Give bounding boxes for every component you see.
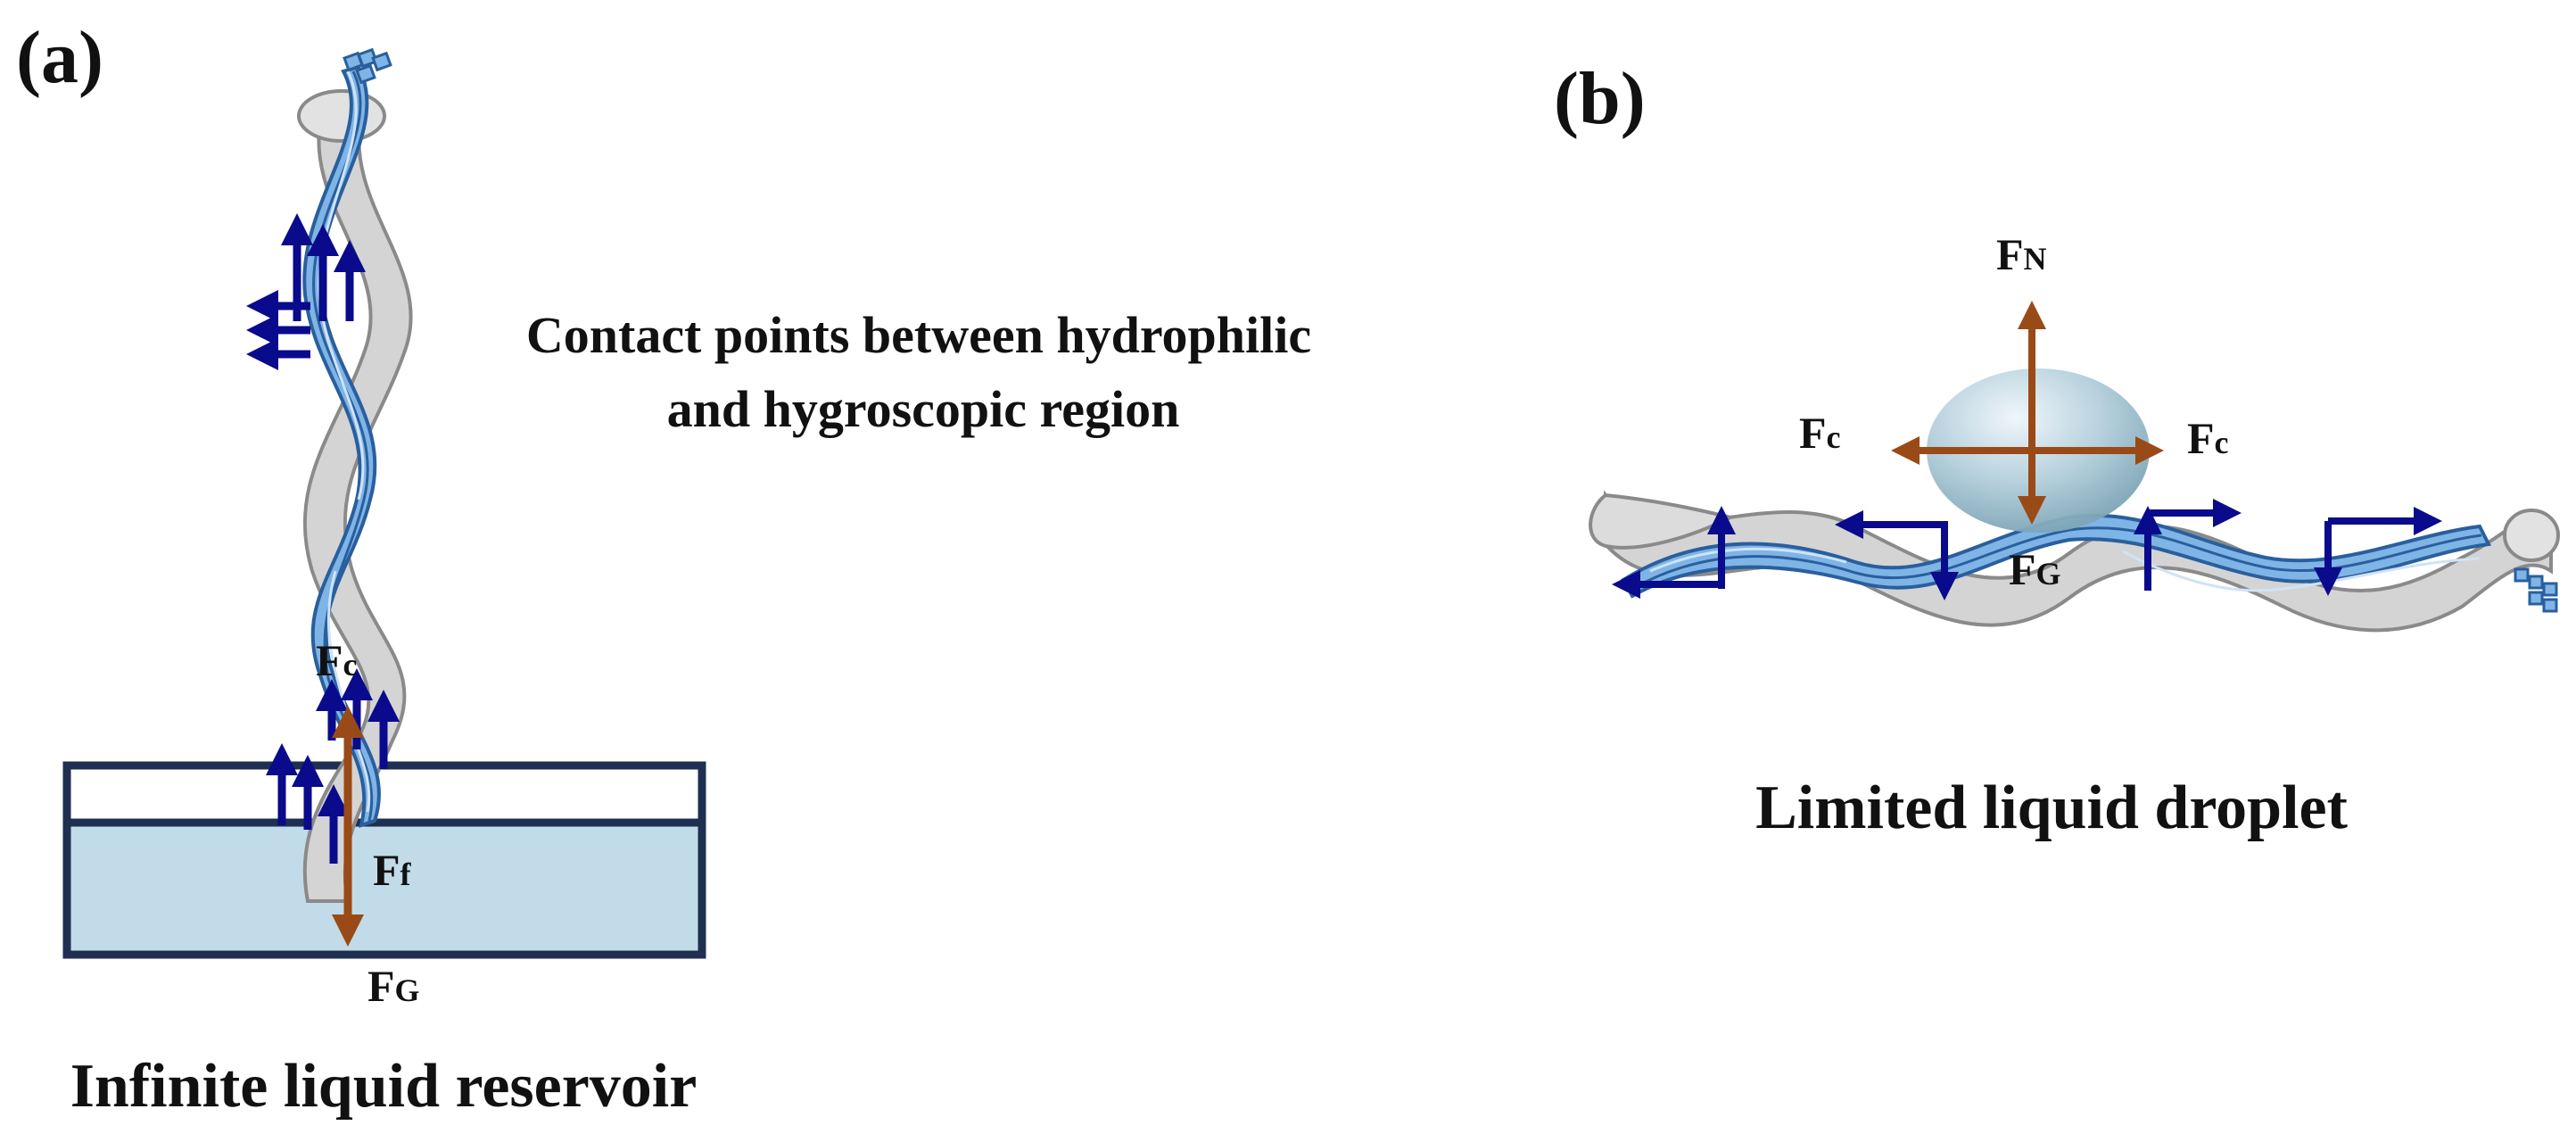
capillary-flow-arrows-upper	[246, 213, 366, 370]
panel-a-label: (a)	[16, 16, 103, 99]
force-label-fc-right-b: Fc	[2187, 413, 2229, 463]
core-strand-top-end	[297, 89, 386, 143]
capillary-flow-arrows-b	[1612, 499, 2442, 600]
core-strand-left-lobe	[1589, 492, 1736, 550]
fiber-strand-line	[1649, 547, 1847, 573]
hygroscopic-fiber-bundle	[1621, 513, 2492, 599]
panel-b-caption: Limited liquid droplet	[1755, 774, 2348, 842]
contact-points-annotation-line2: and hygroscopic region	[667, 380, 1180, 438]
droplet-force-arrows	[1891, 301, 2164, 525]
panel-b-label: (b)	[1554, 57, 1646, 140]
core-strand-right-end	[2503, 509, 2560, 562]
force-label-fn-b: FN	[1996, 229, 2047, 279]
force-label-ff-a: Ff	[373, 845, 412, 895]
force-label-fc-a: Fc	[316, 635, 358, 685]
hygroscopic-fiber-bundle	[302, 64, 381, 829]
force-label-fc-left-b: Fc	[1799, 408, 1841, 458]
contact-points-annotation-line1: Contact points between hydrophilic	[526, 306, 1311, 364]
liquid-reservoir	[62, 761, 706, 959]
fiber-frayed-ends	[2514, 567, 2558, 613]
fiber-frayed-ends	[343, 47, 392, 85]
vertical-yarn	[297, 47, 413, 903]
panel-a: (a)	[16, 16, 1311, 1121]
force-label-fg-a: FG	[367, 961, 420, 1011]
fiber-strand-line	[2122, 550, 2481, 592]
force-label-fg-b: FG	[2009, 544, 2061, 594]
panel-a-caption: Infinite liquid reservoir	[70, 1052, 698, 1121]
reservoir-liquid	[67, 823, 702, 955]
panel-b: (b)	[1554, 57, 2560, 842]
